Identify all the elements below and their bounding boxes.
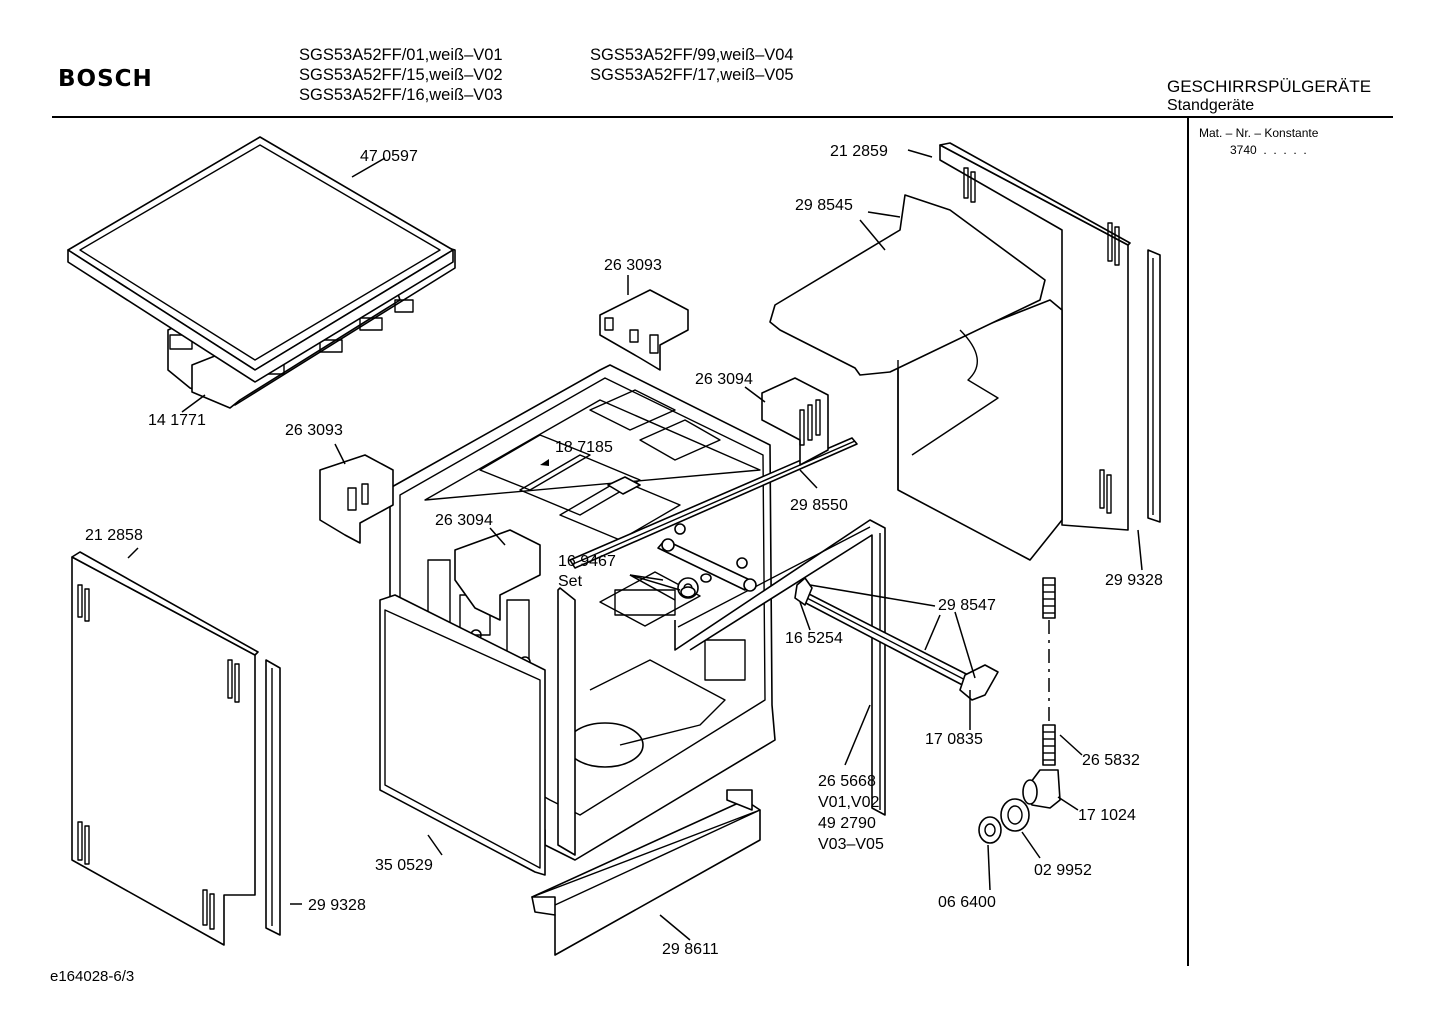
insulation-mat xyxy=(769,194,1063,561)
category-title: GESCHIRRSPÜLGERÄTE xyxy=(1167,77,1372,96)
part-label: 26 3094 xyxy=(695,371,753,388)
seal-strip-left xyxy=(265,659,281,936)
model-variant: SGS53A52FF/15,weiß–V02 xyxy=(299,66,503,84)
drain-hose-parts xyxy=(978,577,1061,844)
part-label: 17 0835 xyxy=(925,731,983,748)
bracket-top xyxy=(599,289,689,371)
part-label: 14 1771 xyxy=(148,412,206,429)
model-list-right: SGS53A52FF/99,weiß–V04 SGS53A52FF/17,wei… xyxy=(590,45,794,85)
part-label: 29 9328 xyxy=(308,897,366,914)
model-variant: SGS53A52FF/16,weiß–V03 xyxy=(299,86,503,104)
leader-lines xyxy=(127,149,1143,941)
bracket-left xyxy=(319,454,394,544)
part-label: 29 8611 xyxy=(662,941,719,958)
part-label: Set xyxy=(558,573,583,590)
part-label: 26 3093 xyxy=(285,422,343,439)
bracket-right-b xyxy=(761,377,829,466)
part-label: 06 6400 xyxy=(938,894,996,911)
material-number-label: Mat. – Nr. – Konstante xyxy=(1199,126,1319,140)
door-seal xyxy=(557,519,886,856)
part-label: 35 0529 xyxy=(375,857,433,874)
part-label: 17 1024 xyxy=(1078,807,1136,824)
part-label: 29 8547 xyxy=(938,597,996,614)
bracket-right-a xyxy=(454,529,541,621)
side-panel-left xyxy=(71,551,259,946)
front-base-panel xyxy=(379,594,546,876)
part-label: 16 5254 xyxy=(785,630,843,647)
seal-strip-right xyxy=(1147,249,1161,523)
part-label: 18 7185 xyxy=(555,439,613,456)
side-panel-right xyxy=(939,142,1131,531)
part-label: 49 2790 xyxy=(818,815,876,832)
material-constant: 3740 xyxy=(1230,143,1257,157)
part-label: 26 3094 xyxy=(435,512,493,529)
part-label: 16 9467 xyxy=(558,553,616,570)
kick-plate xyxy=(531,789,761,956)
model-variant: SGS53A52FF/01,weiß–V01 xyxy=(299,46,503,64)
part-label: 29 9328 xyxy=(1105,572,1163,589)
part-label: 26 5832 xyxy=(1082,752,1140,769)
model-variant: SGS53A52FF/99,weiß–V04 xyxy=(590,46,794,64)
part-label: V03–V05 xyxy=(818,836,884,853)
part-label: 26 3093 xyxy=(604,257,662,274)
part-label: 29 8550 xyxy=(790,497,848,514)
hinge-set xyxy=(657,538,757,598)
model-list-left: SGS53A52FF/01,weiß–V01 SGS53A52FF/15,wei… xyxy=(299,45,503,105)
model-variant: SGS53A52FF/17,weiß–V05 xyxy=(590,66,794,84)
part-label: V01,V02 xyxy=(818,794,879,811)
latch-clip xyxy=(540,459,641,495)
part-label: 21 2859 xyxy=(830,143,888,160)
material-number-value: 3740 . . . . . xyxy=(1230,143,1307,157)
dot-leader: . . . . . xyxy=(1256,143,1307,157)
brand-logo: BOSCH xyxy=(58,66,153,92)
drawing-number: e164028-6/3 xyxy=(50,968,135,985)
subcategory-title: Standgeräte xyxy=(1167,97,1255,114)
part-label: 02 9952 xyxy=(1034,862,1092,879)
part-label: 29 8545 xyxy=(795,197,853,214)
part-label: 47 0597 xyxy=(360,148,418,165)
part-label: 21 2858 xyxy=(85,527,143,544)
worktop-part xyxy=(67,136,456,409)
part-label: 26 5668 xyxy=(818,773,876,790)
